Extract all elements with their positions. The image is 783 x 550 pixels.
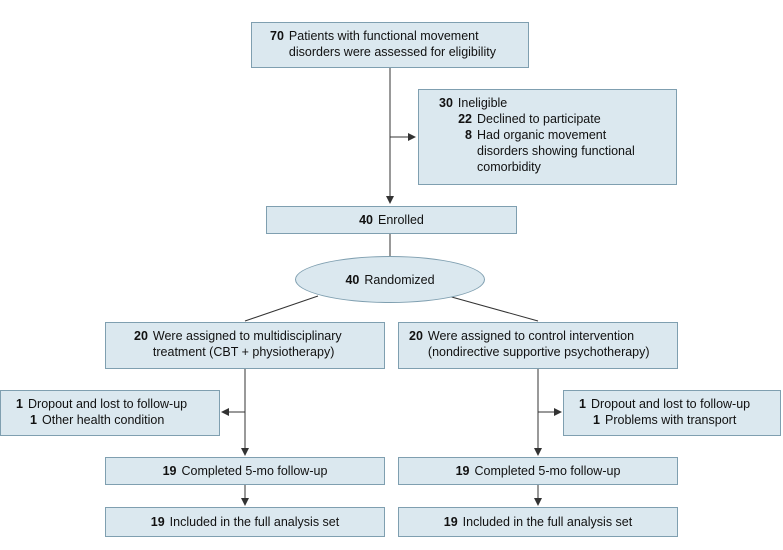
right-followup-text: Completed 5-mo follow-up [474,464,621,478]
left-analysis-box: 19 Included in the full analysis set [105,507,385,537]
right-assigned-count: 20 [409,329,423,343]
left-assigned-text: Were assigned to multidisciplinary treat… [152,329,342,359]
reason-count: 22 [458,112,472,126]
enrolled-text: Enrolled [378,213,424,227]
left-followup-text: Completed 5-mo follow-up [181,464,328,478]
loss-item: 1 Dropout and lost to follow-up [578,396,776,412]
line-randomized-to-right [447,295,539,322]
ineligible-reason: 22 Declined to participate [439,111,668,127]
ineligible-label: Ineligible [457,96,508,110]
loss-count: 1 [16,397,23,411]
loss-text: Dropout and lost to follow-up [591,397,751,411]
ineligible-box: 30 Ineligible 22 Declined to participate… [418,89,677,185]
right-assigned-text: Were assigned to control intervention (n… [427,329,650,359]
loss-count: 1 [579,397,586,411]
left-loss-box: 1 Dropout and lost to follow-up 1 Other … [0,390,220,436]
randomized-text: Randomized [364,272,435,287]
loss-text: Dropout and lost to follow-up [28,397,188,411]
reason-text: Had organic movement disorders showing f… [477,128,635,174]
left-analysis-text: Included in the full analysis set [169,515,340,529]
right-loss-box: 1 Dropout and lost to follow-up 1 Proble… [563,390,781,436]
right-analysis-text: Included in the full analysis set [462,515,633,529]
reason-text: Declined to participate [477,112,601,126]
left-assigned-box: 20 Were assigned to multidisciplinary tr… [105,322,385,369]
randomized-count: 40 [345,272,360,287]
ineligible-reason: 8 Had organic movement disorders showing… [439,127,668,175]
line-randomized-to-left [244,295,319,322]
right-followup-box: 19 Completed 5-mo follow-up [398,457,678,485]
assessed-box: 70 Patients with functional movement dis… [251,22,529,68]
enrolled-box: 40 Enrolled [266,206,517,234]
left-analysis-count: 19 [150,515,165,529]
ineligible-count: 30 [439,96,453,110]
left-followup-count: 19 [162,464,177,478]
enrolled-count: 40 [359,213,374,227]
left-assigned-count: 20 [134,329,148,343]
loss-item: 1 Problems with transport [578,412,776,428]
loss-count: 1 [30,413,37,427]
loss-item: 1 Dropout and lost to follow-up [15,396,215,412]
assessed-text: Patients with functional movement disord… [288,29,496,59]
left-followup-box: 19 Completed 5-mo follow-up [105,457,385,485]
reason-count: 8 [465,128,472,142]
loss-item: 1 Other health condition [15,412,215,428]
right-followup-count: 19 [455,464,470,478]
loss-text: Problems with transport [605,413,737,427]
loss-text: Other health condition [42,413,165,427]
right-analysis-box: 19 Included in the full analysis set [398,507,678,537]
assessed-count: 70 [270,29,284,43]
randomized-ellipse: 40 Randomized [295,256,485,303]
loss-count: 1 [593,413,600,427]
right-assigned-box: 20 Were assigned to control intervention… [398,322,678,369]
right-analysis-count: 19 [443,515,458,529]
